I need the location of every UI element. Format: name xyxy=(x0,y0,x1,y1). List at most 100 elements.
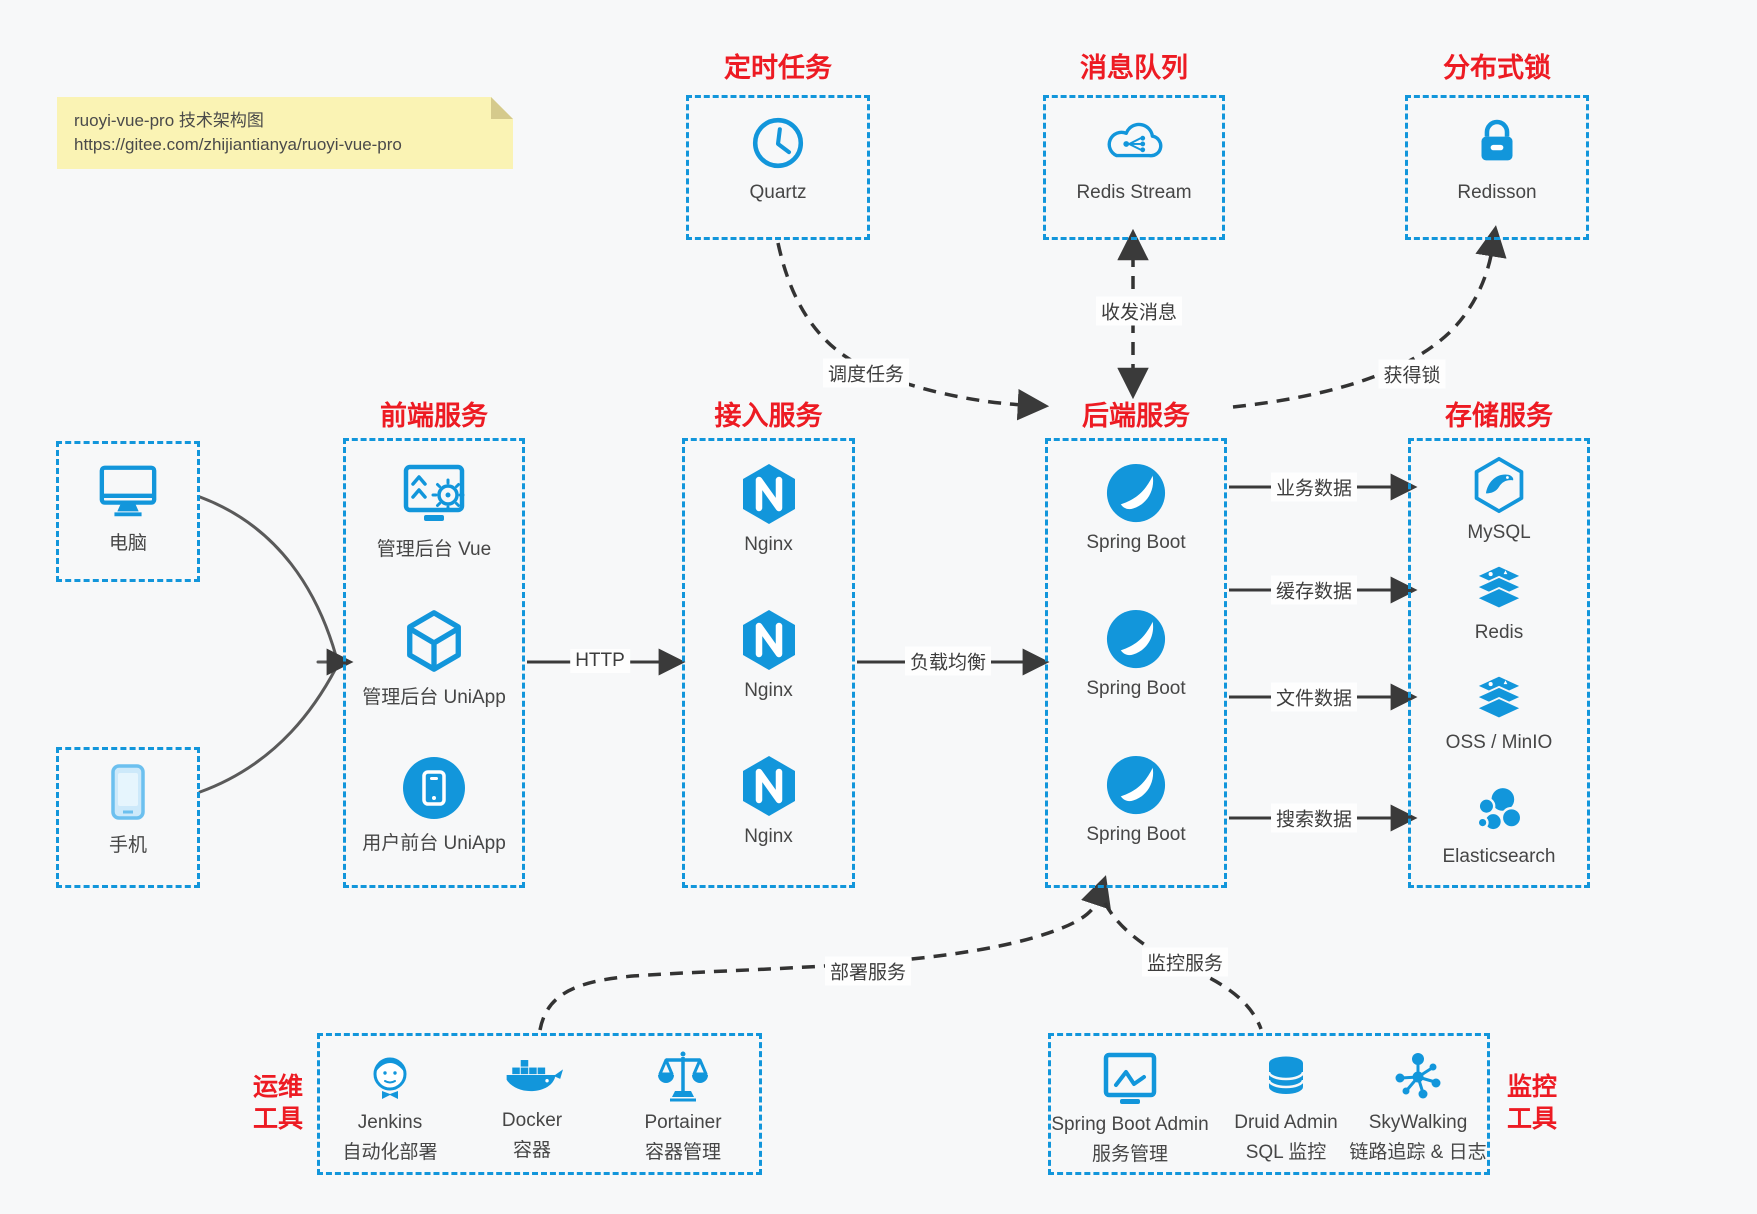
monitor-chart-icon xyxy=(1103,1052,1157,1104)
note-title: ruoyi-vue-pro 技术架构图 xyxy=(74,111,264,130)
node-redis-stream: Redis Stream xyxy=(1043,112,1225,204)
node-sublabel: 容器 xyxy=(512,1140,551,1161)
node-label: Redisson xyxy=(1457,182,1537,203)
title-storage-services: 存储服务 xyxy=(1445,401,1553,431)
node-portainer: Portainer 容器管理 xyxy=(613,1050,753,1164)
node-quartz: Quartz xyxy=(686,112,870,204)
node-spring-boot-1: Spring Boot xyxy=(1045,462,1227,554)
edge-label-get-lock: 获得锁 xyxy=(1378,359,1446,389)
node-label: 管理后台 UniApp xyxy=(362,687,506,708)
node-label: Spring Boot Admin xyxy=(1051,1114,1209,1135)
elasticsearch-icon xyxy=(1476,785,1523,832)
title-access-services: 接入服务 xyxy=(714,401,823,431)
edge-get-lock xyxy=(1232,225,1507,409)
edge-label-schedule-task: 调度任务 xyxy=(822,358,910,388)
node-label: Elasticsearch xyxy=(1442,846,1556,867)
node-druid-admin: Druid Admin SQL 监控 xyxy=(1206,1050,1366,1164)
edge-label-business-data: 业务数据 xyxy=(1270,472,1358,502)
edge-phone-to-frontend xyxy=(198,666,338,794)
node-label: Spring Boot xyxy=(1086,678,1186,699)
clock-icon xyxy=(752,117,804,169)
box-quartz xyxy=(686,95,870,240)
title-backend-services: 后端服务 xyxy=(1082,401,1190,431)
redis-stack-icon xyxy=(1474,564,1524,610)
title-scheduled-tasks: 定时任务 xyxy=(724,53,832,83)
node-admin-uniapp: 管理后台 UniApp xyxy=(343,608,525,709)
node-label: Nginx xyxy=(744,534,793,555)
node-admin-vue: 管理后台 Vue xyxy=(343,460,525,561)
nginx-icon xyxy=(742,464,795,524)
box-phone-client xyxy=(56,747,200,888)
sticky-note: ruoyi-vue-pro 技术架构图 https://gitee.com/zh… xyxy=(57,97,513,169)
node-label: Redis Stream xyxy=(1076,182,1192,203)
uniapp-cube-icon xyxy=(407,610,461,672)
node-label: Redis xyxy=(1474,622,1524,643)
database-icon xyxy=(1267,1056,1305,1094)
edge-label-search-data: 搜索数据 xyxy=(1270,803,1358,833)
spring-icon xyxy=(1106,463,1166,523)
redis-stack-icon xyxy=(1474,674,1524,720)
node-user-uniapp: 用户前台 UniApp xyxy=(343,756,525,855)
nginx-icon xyxy=(742,610,795,670)
docker-icon xyxy=(506,1060,563,1092)
node-mysql: MySQL xyxy=(1408,456,1590,544)
node-label: Spring Boot xyxy=(1086,824,1186,845)
gear-icon xyxy=(431,478,465,512)
edge-label-monitor-service: 监控服务 xyxy=(1141,947,1229,977)
nginx-icon xyxy=(742,756,795,816)
edge-label-http: HTTP xyxy=(570,649,630,673)
network-nodes-icon xyxy=(1395,1053,1441,1099)
spring-icon xyxy=(1106,609,1166,669)
desktop-icon xyxy=(99,465,157,517)
edge-desktop-to-frontend xyxy=(198,495,338,658)
node-desktop: 电脑 xyxy=(56,462,200,555)
title-frontend-services: 前端服务 xyxy=(380,401,488,431)
edge-monitor-service xyxy=(1103,902,1263,1030)
edge-label-message: 收发消息 xyxy=(1095,296,1183,326)
node-spring-boot-2: Spring Boot xyxy=(1045,608,1227,700)
node-spring-boot-admin: Spring Boot Admin 服务管理 xyxy=(1040,1050,1220,1166)
lock-icon xyxy=(1481,119,1513,161)
user-uniapp-icon xyxy=(403,757,465,819)
cloud-stream-icon xyxy=(1107,122,1163,158)
node-label: 电脑 xyxy=(108,533,147,554)
admin-vue-icon xyxy=(403,464,465,521)
node-redisson: Redisson xyxy=(1405,112,1589,204)
node-label: Nginx xyxy=(744,680,793,701)
box-ops-tools xyxy=(317,1033,762,1175)
node-sublabel: SQL 监控 xyxy=(1245,1142,1327,1163)
node-elasticsearch: Elasticsearch xyxy=(1408,784,1590,868)
node-label: Docker xyxy=(501,1110,563,1131)
node-nginx-2: Nginx xyxy=(682,608,855,702)
edge-label-file-data: 文件数据 xyxy=(1270,682,1358,712)
node-label: 管理后台 Vue xyxy=(376,539,492,560)
edge-deploy-service xyxy=(538,875,1111,1031)
node-jenkins: Jenkins 自动化部署 xyxy=(320,1050,460,1164)
phone-icon xyxy=(111,764,145,820)
node-label: MySQL xyxy=(1467,522,1531,543)
node-label: Portainer xyxy=(644,1112,722,1133)
node-skywalking: SkyWalking 链路追踪 & 日志 xyxy=(1332,1050,1504,1164)
node-label: Nginx xyxy=(744,826,793,847)
node-phone: 手机 xyxy=(56,762,200,857)
node-label: SkyWalking xyxy=(1368,1112,1468,1133)
jenkins-icon xyxy=(373,1057,407,1099)
portainer-icon xyxy=(658,1051,708,1102)
node-label: OSS / MinIO xyxy=(1445,732,1553,753)
box-monitor-tools xyxy=(1048,1033,1490,1175)
edge-label-cache-data: 缓存数据 xyxy=(1270,575,1358,605)
title-distributed-lock: 分布式锁 xyxy=(1443,53,1551,83)
node-sublabel: 链路追踪 & 日志 xyxy=(1349,1142,1487,1163)
spring-icon xyxy=(1106,755,1166,815)
node-label: Jenkins xyxy=(357,1112,423,1133)
node-sublabel: 服务管理 xyxy=(1091,1144,1168,1165)
node-docker: Docker 容器 xyxy=(462,1050,602,1162)
node-oss-minio: OSS / MinIO xyxy=(1408,672,1590,754)
node-label: Quartz xyxy=(749,182,807,203)
node-redis: Redis xyxy=(1408,562,1590,644)
box-desktop-client xyxy=(56,441,200,582)
note-url: https://gitee.com/zhijiantianya/ruoyi-vu… xyxy=(74,135,402,154)
node-label: Spring Boot xyxy=(1086,532,1186,553)
mysql-icon xyxy=(1474,456,1524,514)
